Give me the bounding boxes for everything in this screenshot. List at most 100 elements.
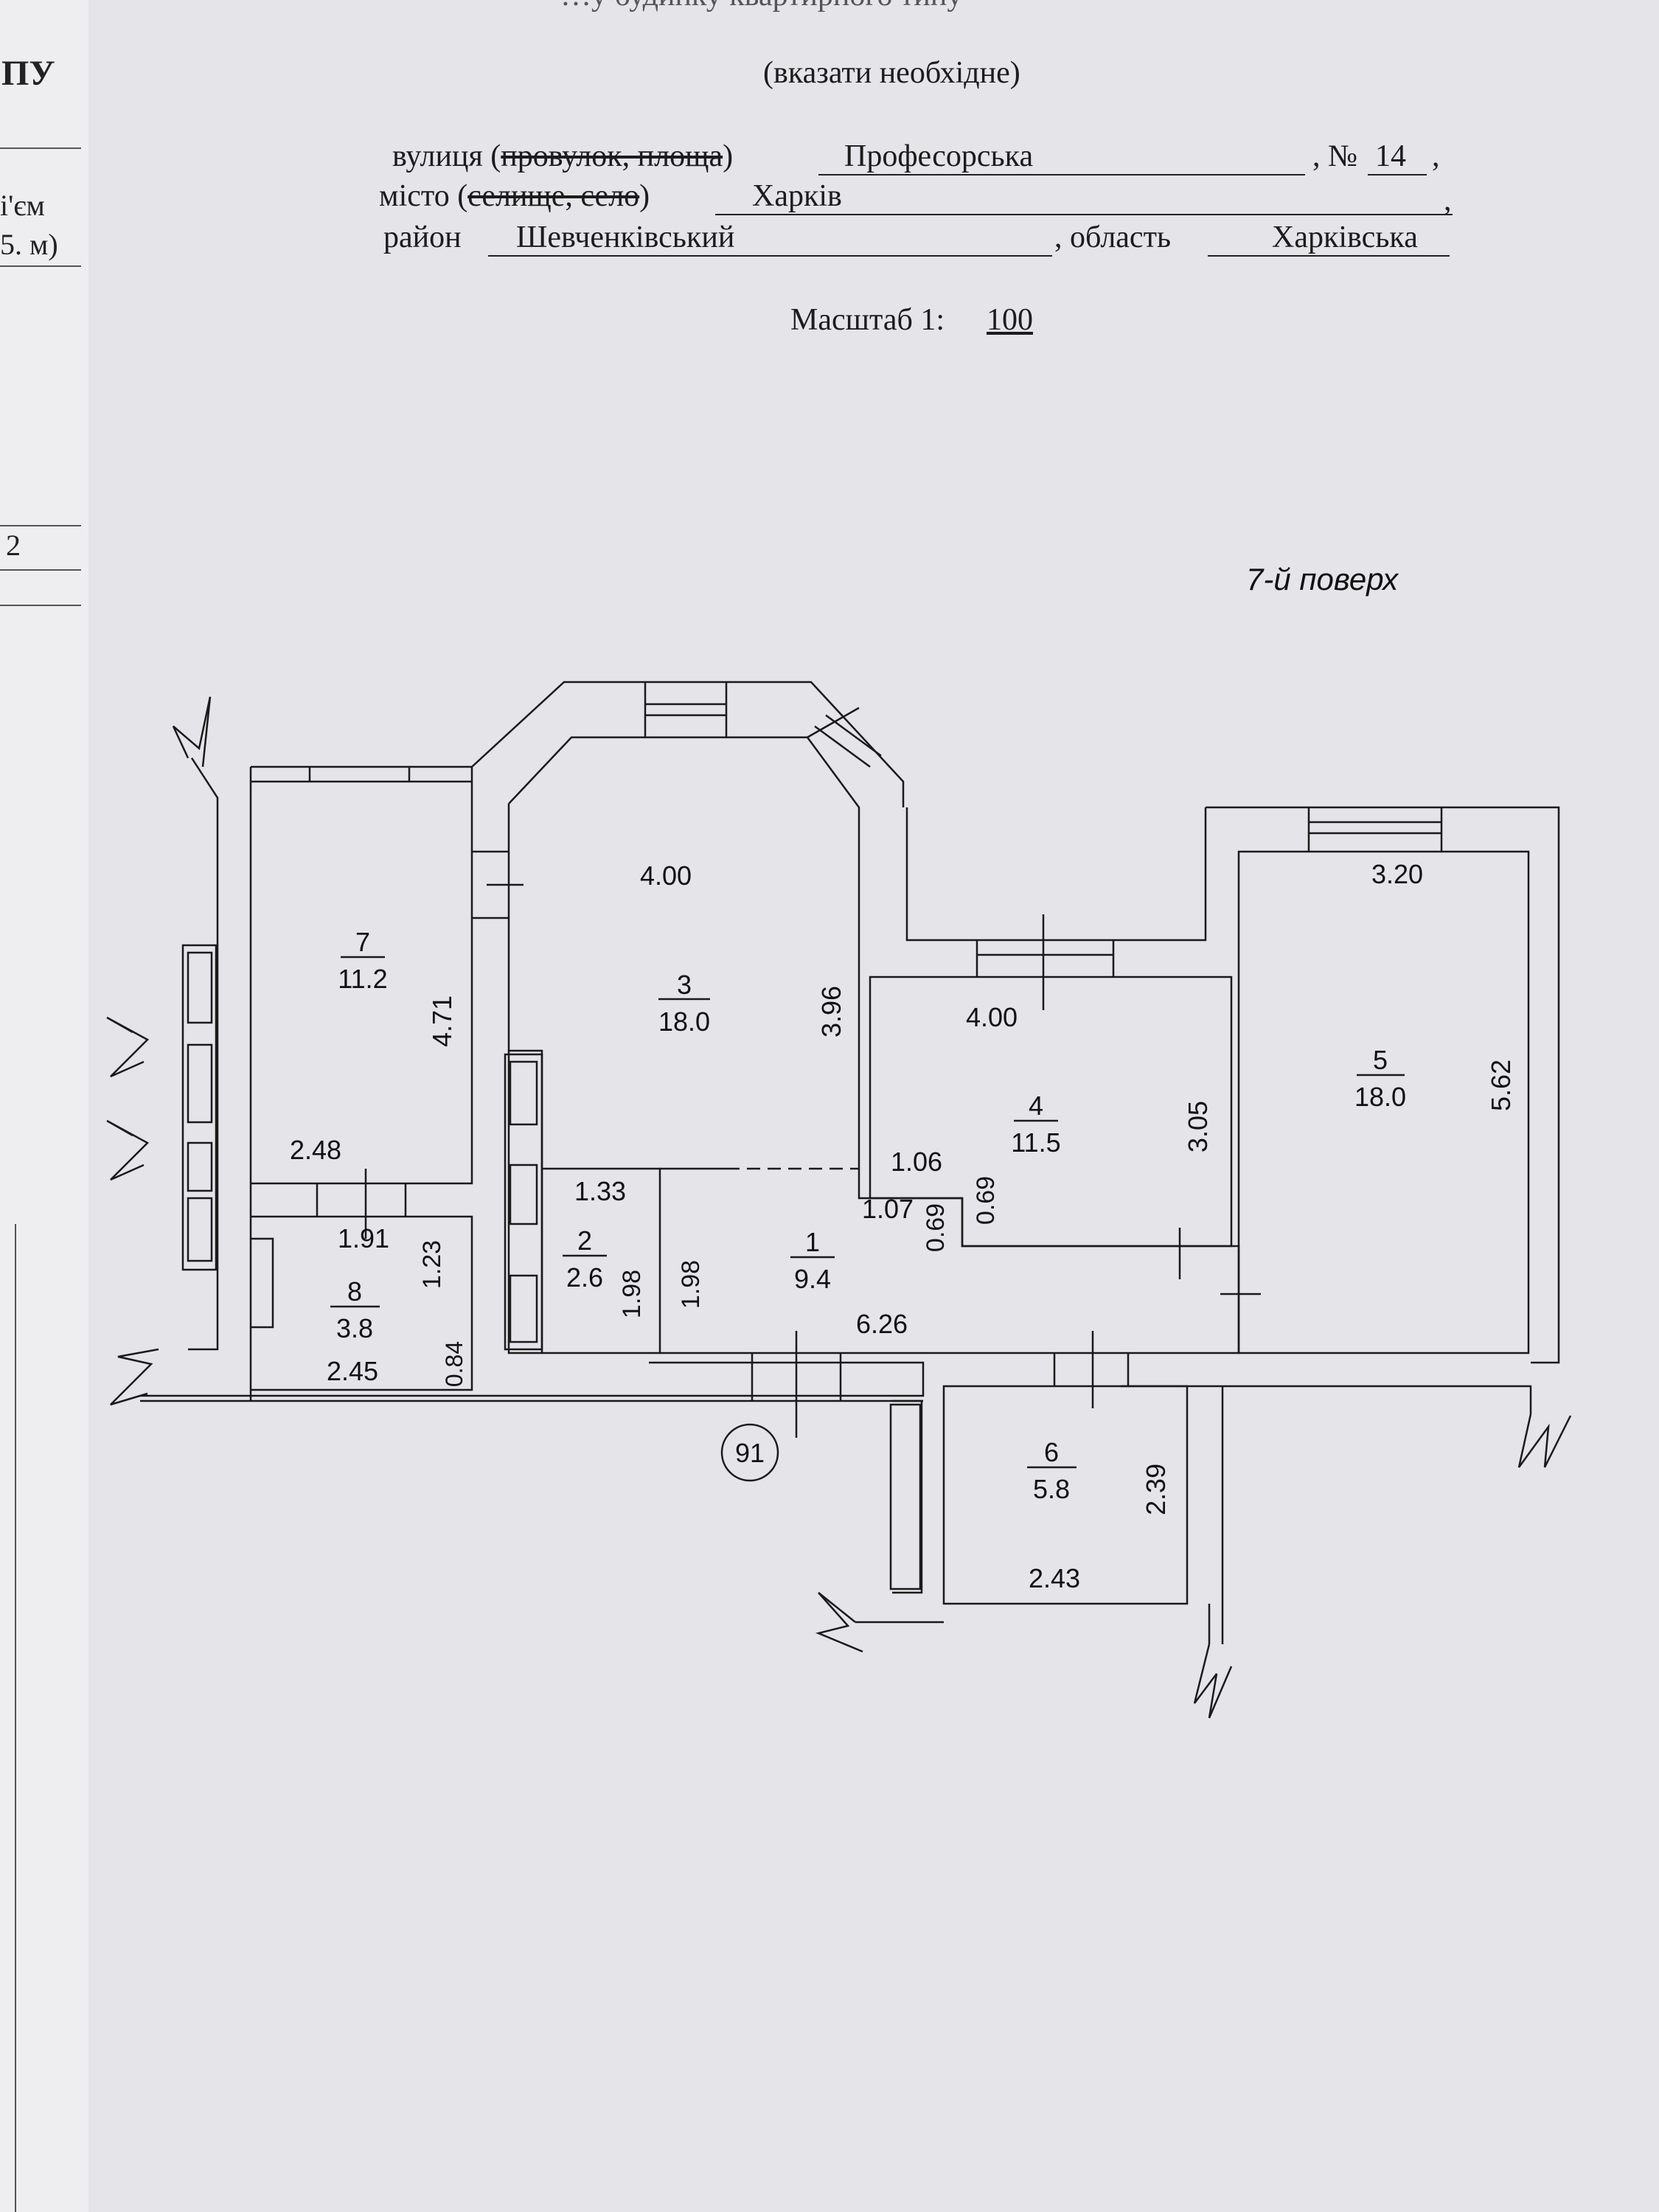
dimension-label: 3.20: [1371, 859, 1423, 889]
adjacent-page-fragment: 2: [6, 529, 21, 562]
dimension-label: 3.96: [816, 986, 846, 1037]
radiator: [889, 1403, 922, 1590]
instruction-note: (вказати необхідне): [763, 56, 1020, 90]
room-3-area: 18.0: [658, 1006, 710, 1037]
oblast-underline: [1208, 255, 1450, 257]
room-label-divider: [330, 956, 1405, 1469]
dimension-label: 2.48: [290, 1135, 341, 1165]
break-mark: [106, 1016, 150, 1078]
dimension-label: 5.62: [1486, 1060, 1516, 1111]
room-3-outline: [507, 736, 860, 1169]
dimension-label: 1.98: [618, 1270, 646, 1318]
adjacent-page-fragment: 5. м): [0, 228, 58, 261]
room-5-outline: [1237, 850, 1530, 1354]
dimension-label: 2.39: [1141, 1464, 1171, 1515]
room-2-outline: [542, 1167, 661, 1354]
room-1-area: 9.4: [794, 1264, 831, 1294]
city-value: Харків: [752, 179, 842, 213]
break-mark: [172, 696, 212, 768]
comma: ,: [1444, 184, 1452, 218]
oblast-label: , область: [1054, 220, 1172, 254]
dimension-label: 2.45: [327, 1356, 378, 1386]
district-value: Шевченківський: [516, 220, 735, 254]
room-5-area: 18.0: [1354, 1082, 1406, 1112]
room-6-area: 5.8: [1033, 1474, 1070, 1504]
adjacent-page-strip: ПУ і'єм 5. м) 2: [0, 0, 90, 2212]
room-7-area: 11.2: [338, 964, 387, 994]
door-line: [472, 850, 509, 919]
dimension-label: 1.33: [574, 1176, 626, 1206]
wall-line: [1206, 806, 1560, 1364]
radiator: [509, 1060, 538, 1126]
city-underline: [715, 214, 1453, 215]
comma: ,: [1432, 139, 1440, 173]
dimension-label: 1.91: [338, 1223, 389, 1253]
door-line: [316, 1183, 407, 1217]
break-mark: [106, 1119, 150, 1181]
room-3-number: 3: [677, 970, 692, 1000]
room-4-number: 4: [1029, 1091, 1043, 1121]
window: [1307, 807, 1443, 852]
dimension-label: 2.43: [1029, 1563, 1080, 1593]
dimension-label: 1.07: [862, 1194, 914, 1224]
radiator: [181, 944, 218, 1271]
radiator: [187, 951, 213, 1024]
radiator: [187, 1141, 213, 1192]
dimension-label: 1.23: [418, 1240, 446, 1289]
wall-line: [251, 1237, 274, 1329]
adjacent-page-rule: [0, 525, 81, 526]
adjacent-page-rule: [0, 265, 81, 267]
number-label: , №: [1312, 139, 1358, 173]
oblast-value: Харківська: [1272, 220, 1418, 254]
building-marker: [720, 1423, 779, 1482]
street-value: Професорська: [844, 139, 1034, 173]
room-6-number: 6: [1044, 1437, 1059, 1467]
number-underline: [1368, 174, 1427, 175]
number-value: 14: [1375, 139, 1406, 173]
room-4-area: 11.5: [1011, 1127, 1060, 1158]
window: [644, 682, 728, 737]
window: [807, 706, 882, 768]
room-7-outline: [251, 765, 473, 1185]
radiator: [504, 1053, 543, 1351]
window: [975, 940, 1115, 977]
wall-line: [1121, 1385, 1532, 1414]
dimension-label: 1.98: [677, 1260, 705, 1309]
document-sheet: …у будинку квартирного типу (вказати нео…: [88, 0, 1659, 2212]
door-line: [751, 1353, 842, 1401]
district-label: район: [383, 220, 462, 254]
dimension-label: 6.26: [856, 1309, 908, 1339]
room-3-outer: [471, 681, 905, 807]
floor-label: 7-й поверх: [1246, 562, 1399, 597]
dimension-label: 4.00: [640, 860, 692, 891]
radiator: [509, 1274, 538, 1343]
dimension-label: 3.05: [1183, 1101, 1213, 1152]
room-1-outline: [660, 1167, 1240, 1354]
radiator: [187, 1043, 213, 1124]
break-mark: [1517, 1413, 1572, 1468]
wall-line: [140, 1361, 925, 1397]
wall-line: [507, 1049, 543, 1354]
room-8-area: 3.8: [336, 1313, 373, 1343]
balcony-outline: [905, 807, 1207, 942]
scale-value: 100: [987, 303, 1033, 337]
dimension-label: 0.69: [922, 1203, 950, 1252]
dimension-label: 4.71: [427, 995, 457, 1047]
city-label: місто (селище, село): [379, 179, 650, 213]
break-mark: [1193, 1644, 1233, 1719]
room-7-number: 7: [355, 927, 370, 957]
wall-line: [188, 757, 219, 1351]
adjacent-page-fragment: ПУ: [1, 54, 55, 93]
room-2-number: 2: [577, 1225, 592, 1256]
break-mark: [815, 1592, 863, 1653]
adjacent-page-table-line: [15, 1224, 16, 2212]
room-1-number: 1: [805, 1227, 820, 1257]
dimension-label: 0.84: [441, 1341, 467, 1387]
scale-label: Масштаб 1:: [790, 303, 945, 337]
wall-line: [855, 1386, 1224, 1644]
room-8-number: 8: [347, 1276, 362, 1307]
room-6-outline: [942, 1385, 1189, 1605]
room-8-outline: [251, 1215, 473, 1391]
room-4-outline: [869, 975, 1233, 1248]
